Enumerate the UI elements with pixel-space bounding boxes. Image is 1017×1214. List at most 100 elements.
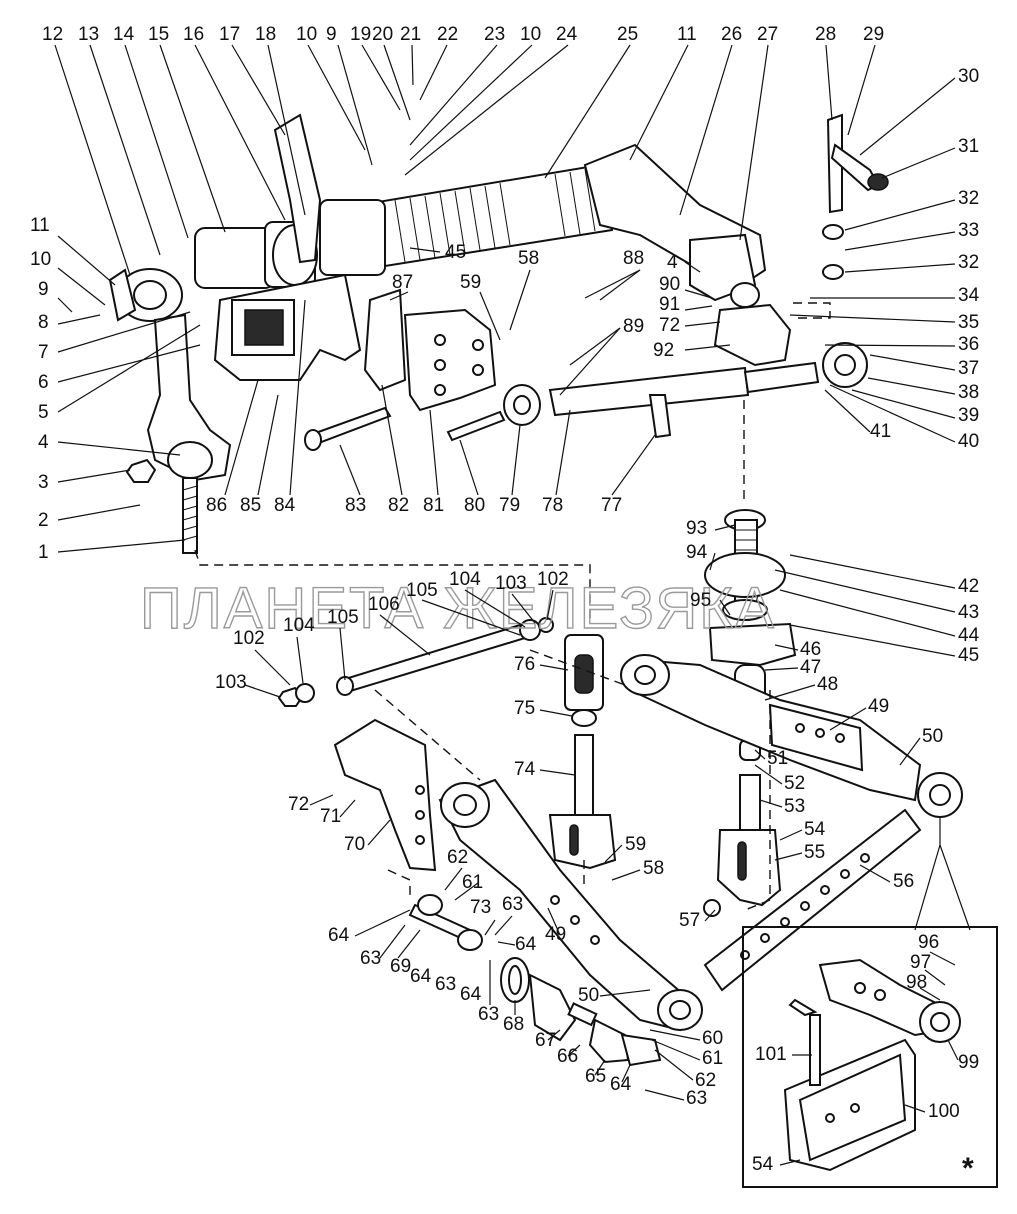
callout-102: 102: [537, 569, 569, 590]
callout-67: 67: [535, 1030, 556, 1051]
assembly-line: [744, 690, 771, 911]
callout-40: 40: [958, 431, 979, 452]
callout-34: 34: [958, 285, 980, 306]
callout-101: 101: [755, 1044, 787, 1065]
callout-80: 80: [464, 495, 485, 516]
callout-104: 104: [449, 569, 481, 590]
callout-105: 105: [406, 580, 438, 601]
callout-69: 69: [390, 956, 411, 977]
callout-labels: 12 13 14 15 16 17 18 10 9 19 20 21 22 23…: [30, 24, 980, 1175]
callout-50: 50: [922, 726, 943, 747]
callout-30: 30: [958, 66, 979, 87]
callout-63: 63: [360, 948, 381, 969]
callout-88: 88: [623, 248, 644, 269]
callout-55: 55: [804, 842, 825, 863]
callout-58: 58: [643, 858, 664, 879]
callout-43: 43: [958, 602, 979, 623]
callout-18: 18: [255, 24, 276, 45]
callout-33: 33: [958, 220, 979, 241]
callout-95: 95: [690, 590, 711, 611]
callout-97: 97: [910, 952, 931, 973]
callout-68: 68: [503, 1014, 524, 1035]
callout-9: 9: [38, 279, 49, 300]
callout-41: 41: [870, 421, 891, 442]
callout-64: 64: [410, 966, 432, 987]
callout-59: 59: [625, 834, 646, 855]
assembly-line: [374, 689, 481, 781]
callout-85: 85: [240, 495, 261, 516]
callout-26: 26: [721, 24, 742, 45]
callout-105: 105: [327, 607, 359, 628]
callout-4: 4: [667, 252, 678, 273]
callout-102: 102: [233, 628, 265, 649]
callout-103: 103: [215, 672, 247, 693]
callout-100: 100: [928, 1101, 960, 1122]
callout-42: 42: [958, 576, 979, 597]
callout-10: 10: [520, 24, 541, 45]
callout-32: 32: [958, 252, 979, 273]
callout-61: 61: [702, 1048, 723, 1069]
callout-48: 48: [817, 674, 838, 695]
inset-asterisk: *: [962, 1152, 974, 1185]
callout-51: 51: [767, 748, 788, 769]
callout-84: 84: [274, 495, 296, 516]
callout-63: 63: [435, 974, 456, 995]
callout-36: 36: [958, 334, 979, 355]
rockshaft-assembly: [108, 113, 889, 554]
callout-17: 17: [219, 24, 240, 45]
callout-5: 5: [38, 402, 49, 423]
callout-81: 81: [423, 495, 444, 516]
callout-65: 65: [585, 1066, 606, 1087]
callout-104: 104: [283, 615, 315, 636]
callout-64: 64: [460, 984, 482, 1005]
callout-76: 76: [514, 654, 535, 675]
callout-13: 13: [78, 24, 99, 45]
callout-92: 92: [653, 340, 674, 361]
callout-45: 45: [445, 242, 466, 263]
callout-11: 11: [30, 215, 50, 236]
callout-6: 6: [38, 372, 49, 393]
callout-32: 32: [958, 188, 979, 209]
callout-86: 86: [206, 495, 227, 516]
callout-90: 90: [659, 274, 680, 295]
callout-49: 49: [868, 696, 889, 717]
callout-63: 63: [502, 894, 523, 915]
callout-70: 70: [344, 834, 365, 855]
callout-72: 72: [288, 794, 309, 815]
callout-58: 58: [518, 248, 539, 269]
callout-59: 59: [460, 272, 481, 293]
callout-54: 54: [752, 1154, 774, 1175]
assembly-line: [387, 869, 411, 900]
callout-24: 24: [556, 24, 578, 45]
callout-28: 28: [815, 24, 836, 45]
callout-54: 54: [804, 819, 826, 840]
callout-78: 78: [542, 495, 563, 516]
callout-52: 52: [784, 773, 805, 794]
callout-35: 35: [958, 312, 979, 333]
callout-56: 56: [893, 871, 914, 892]
callout-73: 73: [470, 897, 491, 918]
callout-29: 29: [863, 24, 884, 45]
callout-46: 46: [800, 639, 821, 660]
callout-53: 53: [784, 796, 805, 817]
callout-2: 2: [38, 510, 49, 531]
callout-75: 75: [514, 698, 535, 719]
callout-3: 3: [38, 472, 49, 493]
callout-106: 106: [368, 594, 400, 615]
callout-10: 10: [296, 24, 317, 45]
lower-linkage-assembly: [277, 509, 963, 1067]
callout-25: 25: [617, 24, 638, 45]
callout-31: 31: [958, 136, 979, 157]
callout-98: 98: [906, 972, 927, 993]
callout-9: 9: [326, 24, 337, 45]
callout-96: 96: [918, 932, 939, 953]
callout-12: 12: [42, 24, 63, 45]
callout-47: 47: [800, 657, 821, 678]
leader-lines: [54, 44, 959, 1166]
callout-22: 22: [437, 24, 458, 45]
callout-16: 16: [183, 24, 204, 45]
callout-15: 15: [148, 24, 169, 45]
callout-23: 23: [484, 24, 505, 45]
callout-37: 37: [958, 358, 979, 379]
